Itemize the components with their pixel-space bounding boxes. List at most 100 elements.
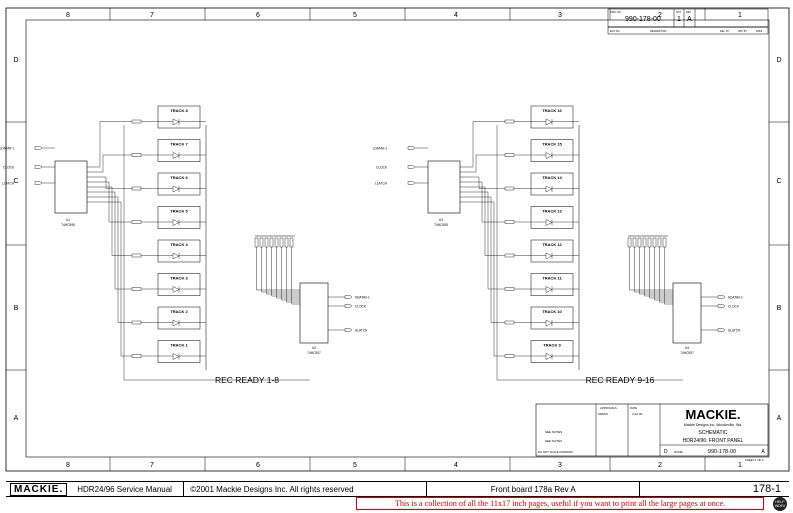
grid-col-label: 6 <box>256 12 260 19</box>
output-net-label: SLATCH <box>728 329 741 333</box>
footer-page-number: 178-1 <box>752 483 781 495</box>
drawing-number: 990-178-00 <box>708 449 736 455</box>
ic-left-part: 74HC595 <box>434 223 448 227</box>
track-box <box>530 105 574 129</box>
finish-text: SEE NOTES <box>545 439 562 443</box>
track-box <box>157 105 201 129</box>
track-label: TRACK 11 <box>542 276 562 281</box>
track-box <box>157 273 201 296</box>
track-label: TRACK 1 <box>170 343 188 348</box>
output-net-label: SDATA0-1 <box>728 296 743 300</box>
rev-header-cell: ECO NO. <box>610 30 620 33</box>
ic-right-ref: U4 <box>685 346 689 350</box>
track-box <box>157 172 201 196</box>
resistor-pack-icon <box>662 237 667 248</box>
resistor-pack-icon <box>637 237 642 248</box>
led-icon <box>545 252 553 260</box>
connector-icon <box>344 328 353 332</box>
output-net-label: SDATA0-1 <box>355 296 370 300</box>
block-caption: REC READY 1-8 <box>215 375 279 385</box>
connector-icon <box>407 181 416 185</box>
grid-col-label: 2 <box>658 462 662 469</box>
input-net-label: LLATCH <box>375 182 388 186</box>
track-box <box>157 206 201 229</box>
rev-table-header <box>607 26 769 35</box>
track-label: TRACK 3 <box>170 276 188 281</box>
led-icon <box>172 319 180 327</box>
rev-label: REV <box>686 11 691 14</box>
input-net-label: LDATA0-1 <box>373 147 388 151</box>
resistor-icon <box>504 186 515 191</box>
dwg-no-label: DWG. NO. <box>610 11 622 14</box>
print-note: This is a collection of all the 11x17 in… <box>356 497 764 510</box>
connector-icon <box>344 295 353 299</box>
led-icon <box>172 185 180 193</box>
grid-row-label: B <box>777 305 782 312</box>
output-net-label: SLATCH <box>355 329 368 333</box>
led-icon <box>545 219 553 226</box>
track-label: TRACK 13 <box>542 209 562 214</box>
drawn-label: DRAWN <box>598 412 608 416</box>
connector-icon <box>34 181 43 185</box>
ic-left-ref: U3 <box>439 218 443 222</box>
sht-number: 1 <box>677 16 681 23</box>
resistor-pack-icon <box>254 237 259 248</box>
track-label: TRACK 8 <box>170 108 188 113</box>
resistor-pack-icon <box>259 237 264 248</box>
size-letter: D <box>664 449 668 455</box>
grid-row-label: A <box>777 415 782 422</box>
footer-manual: HDR24/96 Service Manual <box>71 482 185 496</box>
drawn-date: 3-22-00 <box>632 412 643 416</box>
ic-left-body <box>427 160 461 214</box>
track-box <box>530 139 574 162</box>
rev-header-cell: DESCRIPTION <box>650 30 667 33</box>
track-label: TRACK 10 <box>542 309 562 314</box>
track-label: TRACK 2 <box>170 309 188 314</box>
connector-icon <box>407 165 416 169</box>
resistor-pack-icon <box>279 237 284 248</box>
grid-col-label: 4 <box>454 462 458 469</box>
footer-board: Front board 178a Rev A <box>427 482 641 496</box>
led-icon <box>545 118 553 126</box>
output-net-label: CLOCK <box>355 305 367 309</box>
track-label: TRACK 5 <box>170 209 188 214</box>
input-net-label: LDATA0-1 <box>0 147 14 151</box>
grid-col-label: 7 <box>150 462 154 469</box>
connector-icon <box>717 295 726 299</box>
ic-right-ref: U2 <box>312 346 316 350</box>
input-net-label: LLATCH <box>2 182 15 186</box>
resistor-pack-icon <box>652 237 657 248</box>
rev-header-cell: DATE <box>756 30 763 33</box>
track-box <box>157 139 201 162</box>
company-name: Mackie Designs Inc. Woodinville, Wa. <box>684 423 742 427</box>
resistor-pack-icon <box>274 237 279 248</box>
track-label: TRACK 9 <box>543 343 561 348</box>
resistor-pack-icon <box>632 237 637 248</box>
resistor-pack-icon <box>647 237 652 248</box>
grid-row-label: D <box>13 57 18 64</box>
connector-icon <box>34 165 43 169</box>
rev-header-cell: APP. BY <box>738 30 747 33</box>
do-not-scale-text: DO NOT SCALE DRAWING <box>538 450 573 454</box>
output-net-label: CLOCK <box>728 305 740 309</box>
footer-copyright: ©2001 Mackie Designs Inc. All rights res… <box>184 482 428 496</box>
track-label: TRACK 4 <box>170 242 188 247</box>
led-icon <box>172 152 180 159</box>
footer-bar: MACKIE. HDR24/96 Service Manual ©2001 Ma… <box>6 481 789 497</box>
connector-icon <box>344 304 353 308</box>
led-icon <box>545 353 553 360</box>
track-label: TRACK 15 <box>542 142 562 147</box>
grid-row-label: C <box>776 178 781 185</box>
notes-text: SEE NOTES <box>545 430 562 434</box>
resistor-pack-icon <box>284 237 289 248</box>
connector-icon <box>34 146 43 150</box>
track-label: TRACK 7 <box>170 142 188 147</box>
grid-col-label: 4 <box>454 12 458 19</box>
track-box <box>530 306 574 330</box>
rev-box: A <box>761 449 765 455</box>
resistor-icon <box>504 153 515 157</box>
